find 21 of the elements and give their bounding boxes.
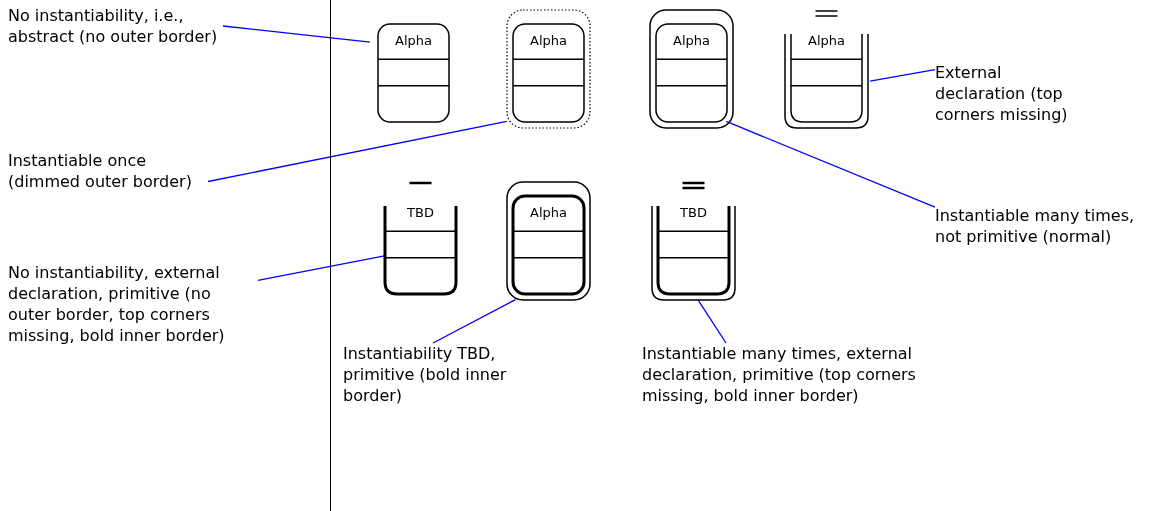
callout-text: Instantiable many times, external declaration, primitive (top corners missing, bold inner border) xyxy=(642,343,942,406)
leader-line xyxy=(257,255,387,282)
callout-text: Instantiable once (dimmed outer border) xyxy=(8,150,208,192)
class-name: Alpha xyxy=(395,32,432,48)
callout-text: Instantiability TBD, primitive (bold inner border) xyxy=(343,343,543,406)
leader-line xyxy=(432,298,517,344)
leader-line xyxy=(725,120,936,208)
class-name: TBD xyxy=(407,204,434,220)
leader-line xyxy=(222,25,371,43)
class-name: Alpha xyxy=(530,32,567,48)
class-name: Alpha xyxy=(673,32,710,48)
callout-text: External declaration (top corners missing) xyxy=(935,62,1085,125)
leader-line xyxy=(697,298,727,344)
leader-line xyxy=(207,120,508,183)
class-name: Alpha xyxy=(530,204,567,220)
class-name: Alpha xyxy=(808,32,845,48)
callout-text: Instantiable many times, not primitive (normal) xyxy=(935,205,1155,247)
class-name: TBD xyxy=(680,204,707,220)
callout-text: No instantiability, i.e., abstract (no outer border) xyxy=(8,5,223,47)
callout-text: No instantiability, external declaration, primitive (no outer border, top corners missing, bold inner border) xyxy=(8,262,258,346)
leader-line xyxy=(869,68,936,82)
